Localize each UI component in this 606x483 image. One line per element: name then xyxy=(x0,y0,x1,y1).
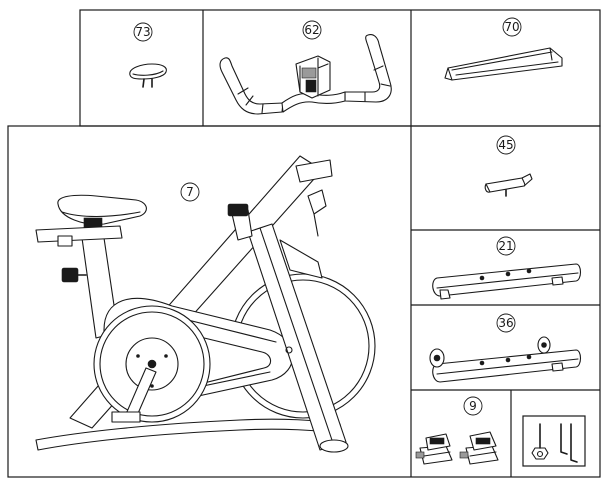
part-21-stabilizer: 21 xyxy=(432,236,582,300)
part-36-stabilizer: 36 xyxy=(429,313,582,383)
callout-9 xyxy=(463,396,483,416)
part-70-bracket: 70 xyxy=(444,17,563,81)
callout-36 xyxy=(496,313,516,333)
tools-panel xyxy=(522,415,586,467)
part-73-cap: 73 xyxy=(129,22,167,88)
callout-21 xyxy=(496,236,516,256)
panel-frames xyxy=(7,9,601,478)
callout-45-label: 45 xyxy=(498,138,513,152)
callout-45 xyxy=(496,135,516,155)
callout-73-label: 73 xyxy=(135,25,150,39)
part-45-holder: 45 xyxy=(484,135,533,197)
callout-62-label: 62 xyxy=(304,23,319,37)
part-9-pedals: 9 xyxy=(415,396,499,465)
callout-7-label: 7 xyxy=(186,185,194,199)
callout-9-label: 9 xyxy=(469,399,477,413)
wrench-icon xyxy=(531,423,549,460)
callout-7 xyxy=(180,182,200,202)
callout-62 xyxy=(302,20,322,40)
part-7-bike-frame: 7 xyxy=(35,155,376,453)
hex-key-icon xyxy=(560,423,578,463)
callout-21-label: 21 xyxy=(498,239,513,253)
callout-73 xyxy=(133,22,153,42)
callout-70-label: 70 xyxy=(504,20,519,34)
callout-70 xyxy=(502,17,522,37)
callout-36-label: 36 xyxy=(498,316,513,330)
part-62-handlebar: 62 xyxy=(219,20,392,115)
